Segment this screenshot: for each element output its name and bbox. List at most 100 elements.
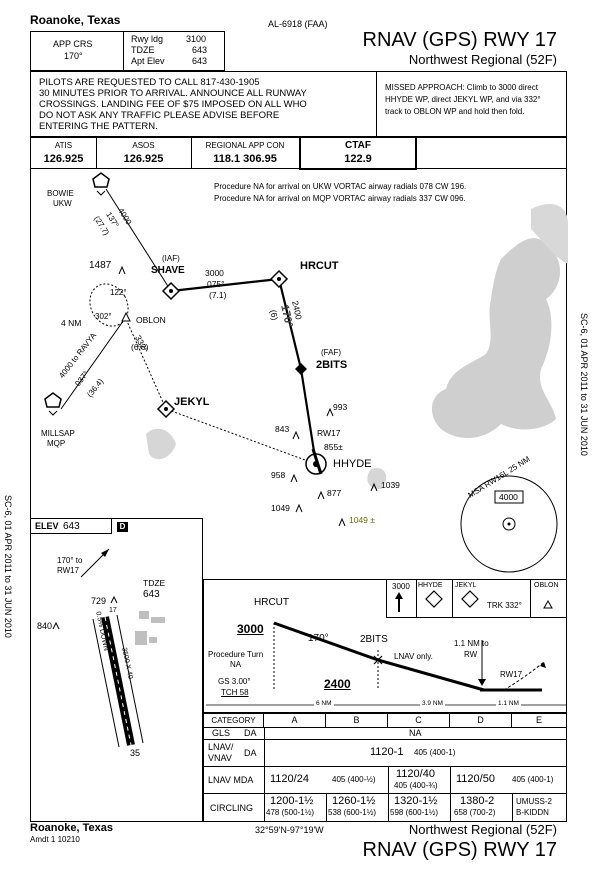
pond-shading: [367, 468, 387, 490]
pt-na-2: NA: [230, 660, 242, 669]
atis-label: ATIS: [54, 141, 73, 150]
circling-a-value: 1200-1½: [270, 795, 314, 807]
shave-crs: 075°: [207, 279, 225, 289]
lnav-mda-d-value: 1120/50: [456, 773, 495, 785]
rwy-ldg-value: 3100: [186, 34, 207, 44]
elev-993: 993: [333, 402, 348, 412]
apt-elev-label: Apt Elev: [131, 56, 165, 66]
footer-amdt: Amdt 1 10210: [30, 835, 80, 844]
obstacle-marks: [118, 265, 378, 527]
glide-slope: GS 3.00°: [218, 677, 251, 686]
ctaf-box: CTAF 122.9: [299, 136, 417, 170]
2bits-waypoint: [295, 363, 307, 375]
circling-e-2: B-KIDDN: [516, 808, 549, 817]
city-label: Roanoke, Texas: [30, 13, 121, 27]
lnav-vnav-da: DA: [244, 748, 257, 758]
climb-alt: 3000: [392, 582, 410, 591]
elev-958: 958: [271, 470, 286, 480]
gls-label: GLS: [212, 728, 231, 738]
ctaf-label: CTAF: [345, 140, 371, 151]
hold-length: 4 NM: [61, 318, 82, 328]
dme-d-icon: D: [117, 522, 128, 532]
bowie-label: BOWIE: [47, 189, 74, 198]
circling-row: CIRCLING 1200-1½ 478 (500-1½) 1260-1½ 53…: [204, 793, 566, 822]
gls-da: DA: [244, 728, 257, 738]
bowie-vortac-icon: [92, 172, 110, 196]
notes-box: PILOTS ARE REQUESTED TO CALL 817-430-190…: [30, 71, 567, 137]
hold-outbound: 302°: [95, 312, 112, 321]
shave-waypoint: [161, 281, 181, 301]
app-crs-label: APP CRS: [53, 39, 93, 49]
elev-1049: 1049: [271, 503, 290, 513]
profile-hhyde: HHYDE: [418, 582, 443, 589]
airport-name: Northwest Regional (52F): [408, 52, 557, 67]
airport-diagram-graphic: [52, 548, 165, 748]
side-label-right: SC-6, 01 APR 2011 to 31 JUN 2010: [579, 313, 589, 456]
elev-843: 843: [275, 424, 290, 434]
shave-dist: (7.1): [209, 290, 227, 300]
pt-na-1: Procedure Turn: [208, 650, 264, 659]
elev-840: 840: [37, 621, 53, 631]
descent-path-2: [377, 658, 485, 692]
msa-alt: 4000: [499, 492, 518, 502]
elev-729: 729: [91, 596, 107, 606]
gls-row: GLS DA NA: [204, 727, 566, 740]
lnav-vnav-value: 1120-1: [370, 746, 404, 758]
dist-6nm: 6 NM: [314, 700, 334, 708]
circling-c-note: 598 (600-1½): [390, 808, 439, 817]
iaf-label: (IAF): [162, 254, 180, 263]
mqp-label: MQP: [47, 439, 66, 448]
cat-c-header: C: [388, 714, 450, 727]
lnav-mda-row: LNAV MDA 1120/24 405 (400-½) 1120/40 405…: [204, 766, 566, 794]
hrcut-label: HRCUT: [300, 260, 339, 272]
circling-d-value: 1380-2: [460, 795, 495, 807]
missed-to-jekyl: [165, 408, 317, 465]
side-label-left: SC-6, 01 APR 2011 to 31 JUN 2010: [3, 495, 13, 638]
asos-freq: 126.925: [123, 153, 164, 165]
airport-diagram: ELEV 643 D 170° to RW17 TDZE 643 729 840…: [30, 518, 203, 822]
elev-877: 877: [327, 488, 342, 498]
cat-b-header: B: [326, 714, 388, 727]
lnav-mda-ab-value: 1120/24: [270, 773, 309, 785]
lnav-mda-c-note: 405 (400-¾): [394, 781, 438, 790]
lnav-vnav-label-1: LNAV/: [208, 742, 234, 752]
footer-city: Roanoke, Texas: [30, 822, 113, 834]
lnav-vnav-row: LNAV/ VNAV DA 1120-1 405 (400-1): [204, 739, 566, 767]
circling-d-note: 658 (700-2): [454, 808, 496, 817]
profile-alt-2400: 2400: [324, 677, 351, 691]
millsap-vortac-icon: [44, 392, 62, 416]
cat-d-header: D: [450, 714, 512, 727]
lnav-mda-d-note: 405 (400-1): [512, 775, 554, 784]
app-crs-value: 170°: [64, 51, 83, 61]
profile-2bits: 2BITS: [360, 634, 388, 645]
tdze-label: TDZE: [131, 45, 155, 55]
hold-inbound: 122°: [110, 288, 127, 297]
rw17-label: RW17: [317, 428, 341, 438]
na-note-1: Procedure NA for arrival on UKW VORTAC a…: [214, 182, 467, 191]
elev-value: 643: [63, 521, 80, 532]
profile-rw17: RW17: [500, 670, 523, 679]
profile-trk: TRK 332°: [487, 601, 522, 610]
faf-label: (FAF): [321, 348, 341, 357]
tdze-value: 643: [143, 589, 160, 600]
msa-circle: [460, 475, 558, 573]
al-number: AL-6918 (FAA): [268, 19, 328, 29]
holding-pattern: [89, 283, 129, 327]
nm-note-2: RW: [464, 650, 478, 659]
profile-alt-3000: 3000: [237, 622, 264, 636]
circling-b-value: 1260-1½: [332, 795, 376, 807]
2bits-rw-leg: [299, 368, 318, 465]
footer-airport: Northwest Regional (52F): [408, 822, 557, 837]
info-box: APP CRS 170° Rwy ldg 3100 TDZE 643 Apt E…: [30, 31, 225, 71]
profile-oblon: OBLON: [534, 582, 559, 589]
feeder-bowie-route: [105, 188, 172, 292]
tdze-value: 643: [192, 45, 208, 55]
profile-hhyde-icon: [425, 590, 443, 608]
category-header: CATEGORY: [204, 714, 264, 727]
shave-label: SHAVE: [151, 265, 185, 276]
missed-to-oblon: [125, 318, 167, 410]
ukw-label: UKW: [53, 199, 72, 208]
plan-view-graphic: [44, 172, 568, 573]
oblon-label: OBLON: [136, 315, 166, 325]
lnav-vnav-note: 405 (400-1): [414, 748, 456, 757]
